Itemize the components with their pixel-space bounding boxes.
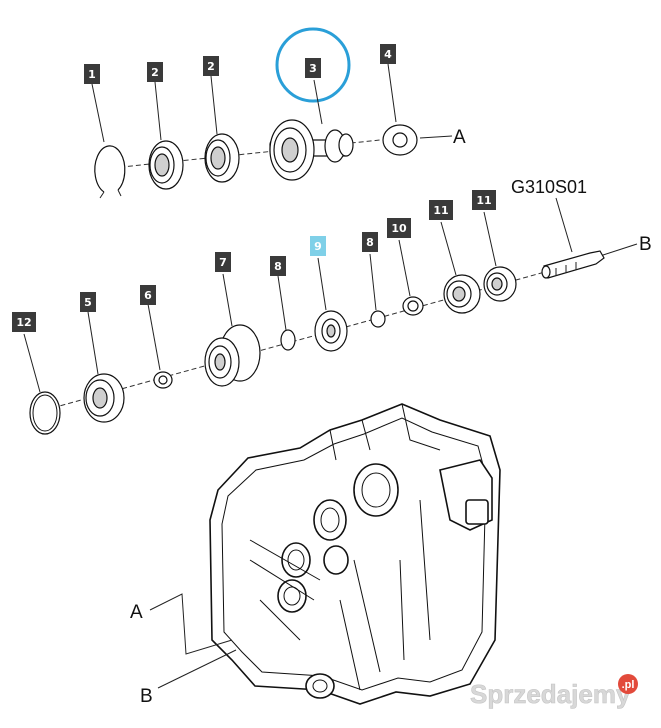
part-label-11b: 11	[472, 190, 496, 210]
svg-text:11: 11	[476, 194, 491, 207]
transmission-housing	[149, 403, 501, 705]
svg-text:8: 8	[366, 236, 374, 249]
bearing-2b	[204, 133, 240, 183]
watermark-badge	[618, 674, 638, 694]
bearing-11a	[443, 274, 481, 314]
top-shaft-assembly	[91, 27, 453, 199]
svg-text:11: 11	[433, 204, 448, 217]
part-label-10: 10	[387, 218, 411, 238]
svg-text:2: 2	[151, 66, 159, 79]
bearing-2a	[148, 140, 184, 190]
axis-label-a-top: A	[453, 127, 466, 148]
part-label-5: 5	[80, 292, 96, 312]
svg-text:9: 9	[314, 240, 322, 253]
gear-shaft-3	[269, 119, 354, 181]
svg-text:1: 1	[88, 68, 96, 81]
axis-label-a-bottom: A	[130, 602, 143, 623]
o-ring-12	[29, 391, 61, 435]
watermark: Sprzedajemy .pl	[470, 674, 638, 709]
washer-10	[402, 296, 424, 316]
washer-4	[382, 124, 418, 156]
svg-text:3: 3	[309, 62, 317, 75]
part-label-3: 3	[305, 58, 321, 78]
svg-text:6: 6	[144, 289, 152, 302]
part-label-12: 12	[12, 312, 36, 332]
part-label-9: 9	[310, 236, 326, 256]
part-label-7: 7	[215, 252, 231, 272]
svg-text:4: 4	[384, 48, 392, 61]
axis-label-b-top: B	[639, 234, 652, 255]
part-label-11a: 11	[429, 200, 453, 220]
part-label-1: 1	[84, 64, 100, 84]
svg-text:12: 12	[16, 316, 31, 329]
bearing-5	[83, 373, 125, 423]
watermark-suffix: .pl	[622, 679, 635, 691]
washer-6	[153, 371, 173, 389]
part-label-6: 6	[140, 285, 156, 305]
svg-text:7: 7	[219, 256, 227, 269]
part-label-2a: 2	[147, 62, 163, 82]
part-label-4: 4	[380, 44, 396, 64]
part-label-8b: 8	[362, 232, 378, 252]
middle-shaft-assembly	[23, 197, 638, 435]
clip-8a	[280, 329, 296, 351]
double-gear-7	[204, 324, 261, 387]
part-label-2b: 2	[203, 56, 219, 76]
svg-text:8: 8	[274, 260, 282, 273]
part-code: G310S01	[511, 177, 587, 197]
watermark-text: Sprzedajemy	[470, 679, 631, 709]
highlight-circle	[275, 27, 351, 103]
bearing-11b	[483, 266, 517, 302]
axis-label-b-bottom: B	[140, 686, 153, 707]
clip-8b	[370, 310, 386, 328]
part-label-8a: 8	[270, 256, 286, 276]
splined-shaft-g310s01	[541, 250, 605, 279]
svg-text:10: 10	[391, 222, 407, 235]
svg-text:5: 5	[84, 296, 92, 309]
gear-9	[314, 310, 348, 352]
snap-ring-1	[94, 145, 126, 199]
svg-text:2: 2	[207, 60, 215, 73]
